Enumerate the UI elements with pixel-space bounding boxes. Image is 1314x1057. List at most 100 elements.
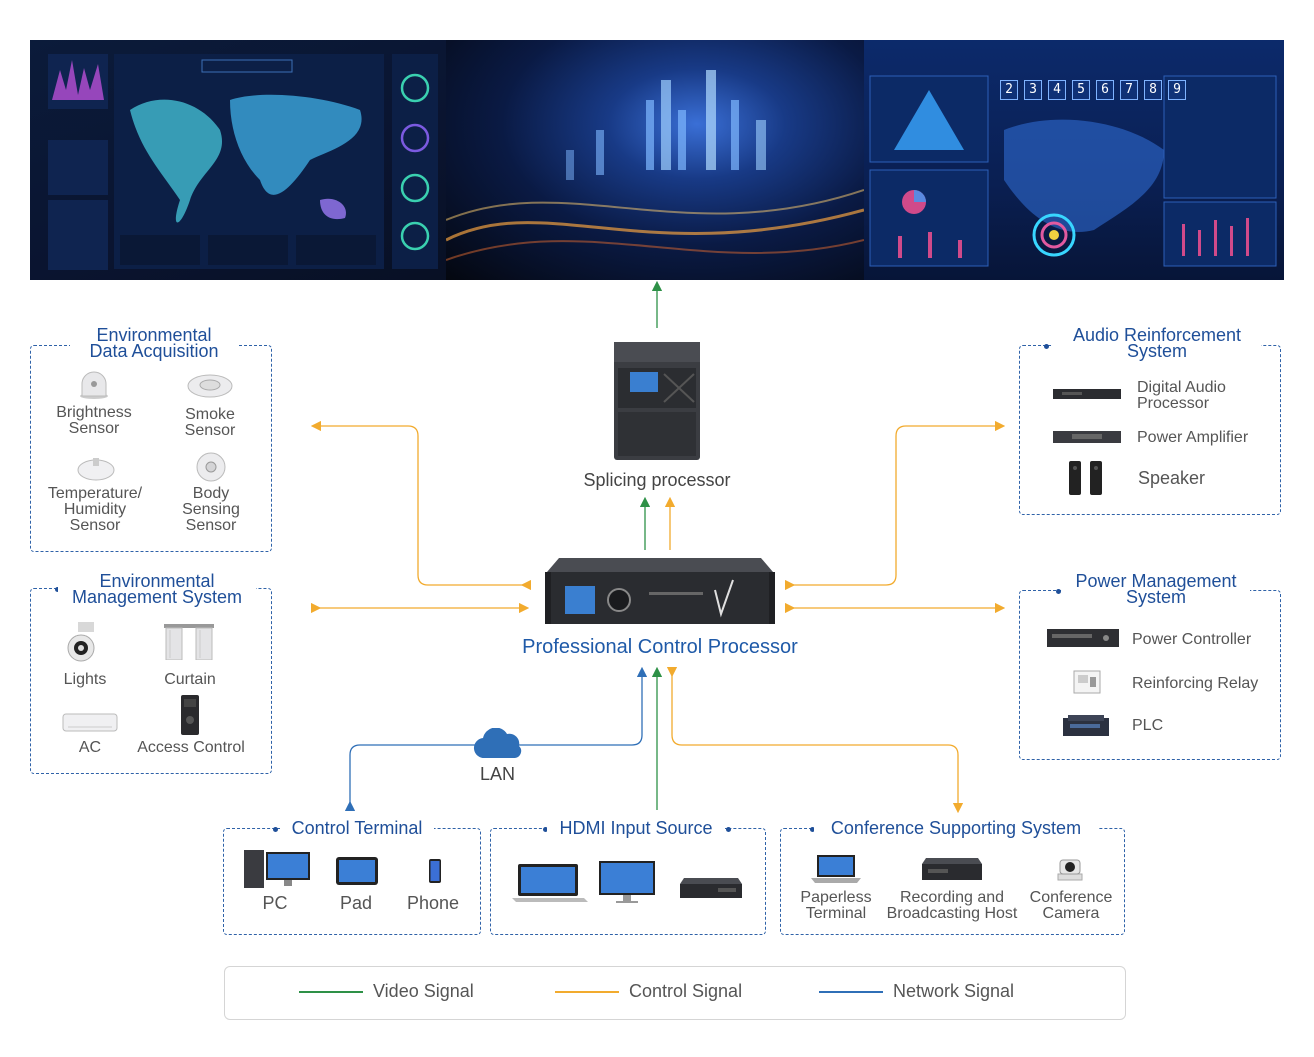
item-label-reinforcing-relay: Reinforcing Relay xyxy=(1132,675,1259,692)
wall-panel-data-city xyxy=(446,40,864,280)
paperless-terminal-icon xyxy=(811,855,861,883)
label-line: Sensor xyxy=(68,420,120,437)
pad-icon xyxy=(336,857,378,885)
brightness-sensor-icon xyxy=(80,371,108,399)
label-line: Digital Audio xyxy=(1137,379,1226,396)
item-label-recording-host: Recording and Broadcasting Host xyxy=(876,890,1028,922)
group-dot xyxy=(543,827,548,832)
smoke-sensor-icon xyxy=(187,374,233,398)
splicing-processor-label: Splicing processor xyxy=(583,470,731,490)
counter-digit: 9 xyxy=(1168,80,1186,100)
world-map-visual xyxy=(48,54,438,270)
lan-label: LAN xyxy=(480,764,516,784)
counter-digit: 5 xyxy=(1072,80,1090,100)
control-link-audio xyxy=(784,420,1006,591)
power-amplifier-icon xyxy=(1053,431,1121,443)
control-link-conference xyxy=(666,666,964,814)
legend-label: Network Signal xyxy=(893,981,1015,1001)
group-title-hdmi: HDMI Input Source xyxy=(547,819,725,837)
counter-digit: 7 xyxy=(1120,80,1138,100)
group-title-line: Power Management xyxy=(1075,571,1237,591)
item-label-access-control: Access Control xyxy=(137,739,245,756)
body-sensing-sensor-icon xyxy=(196,452,226,482)
item-label-phone: Phone xyxy=(406,893,460,913)
plc-icon xyxy=(1063,715,1109,736)
label-line: Broadcasting Host xyxy=(886,905,1018,922)
item-label-power-amplifier: Power Amplifier xyxy=(1137,429,1249,446)
label-line: Terminal xyxy=(805,905,867,922)
group-title-line: Environmental xyxy=(99,571,215,591)
legend: Video Signal Control Signal Network Sign… xyxy=(224,966,1126,1020)
item-label-conference-camera: Conference Camera xyxy=(1022,890,1120,922)
splicing-processor-device xyxy=(614,342,700,460)
group-title-line: Audio Reinforcement xyxy=(1072,325,1242,345)
group-dot xyxy=(55,587,60,592)
control-processor-device xyxy=(545,558,775,624)
item-label-digital-audio-processor: Digital Audio Processor xyxy=(1137,380,1267,412)
label-line: Paperless xyxy=(800,889,872,906)
label-line: Sensing xyxy=(182,501,240,518)
group-dot xyxy=(1056,589,1061,594)
data-city-visual xyxy=(446,70,864,261)
item-label-brightness-sensor: Brightness Sensor xyxy=(44,405,144,437)
group-title-env-data: Environmental Data Acquisition xyxy=(70,325,238,361)
label-line: Conference xyxy=(1029,889,1113,906)
legend-label: Control Signal xyxy=(629,981,743,1001)
label-line: Humidity xyxy=(63,501,127,518)
group-title-line: Data Acquisition xyxy=(89,341,219,361)
group-title-line: Management System xyxy=(71,587,243,607)
phone-icon xyxy=(429,859,441,883)
control-link-env-data xyxy=(310,420,532,591)
monitor-icon xyxy=(599,861,655,903)
reinforcing-relay-icon xyxy=(1073,670,1101,694)
item-label-pc: PC xyxy=(262,893,288,913)
video-wall: 2 3 4 5 6 7 8 9 xyxy=(30,40,1284,280)
label-line: Temperature/ xyxy=(47,485,143,502)
conference-camera-icon xyxy=(1057,859,1083,881)
legend-item-video: Video Signal xyxy=(299,981,474,1002)
digital-audio-processor-icon xyxy=(1053,389,1121,399)
legend-item-network: Network Signal xyxy=(819,981,1014,1002)
recording-host-icon xyxy=(922,858,982,880)
counter-digit: 4 xyxy=(1048,80,1066,100)
curtain-icon xyxy=(164,624,214,660)
group-title-env-mgmt: Environmental Management System xyxy=(58,571,256,607)
speaker-icon xyxy=(1069,461,1102,495)
control-processor-label: Professional Control Processor xyxy=(522,636,798,658)
label-line: Body xyxy=(192,485,230,502)
power-controller-icon xyxy=(1047,629,1119,647)
temperature-humidity-sensor-icon xyxy=(77,458,115,481)
group-title-control-terminal: Control Terminal xyxy=(280,819,434,837)
label-line: Processor xyxy=(1137,395,1210,412)
item-label-smoke-sensor: Smoke Sensor xyxy=(160,407,260,439)
pc-icon xyxy=(244,850,310,888)
group-title-line: System xyxy=(1126,341,1187,361)
label-line: Brightness xyxy=(56,404,132,421)
laptop-icon xyxy=(512,864,588,902)
item-label-temperature-humidity-sensor: Temperature/ Humidity Sensor xyxy=(35,486,155,534)
group-dot xyxy=(1044,344,1049,349)
label-line: Sensor xyxy=(185,517,237,534)
group-title-line: Environmental xyxy=(96,325,212,345)
item-label-pad: Pad xyxy=(339,893,373,913)
legend-swatch-network xyxy=(819,990,883,993)
group-title-conference: Conference Supporting System xyxy=(814,819,1098,837)
group-title-power: Power Management System xyxy=(1062,571,1250,607)
cloud-icon xyxy=(474,728,522,759)
item-label-curtain: Curtain xyxy=(164,671,216,688)
wall-panel-world-map xyxy=(30,40,446,280)
media-player-icon xyxy=(680,878,742,898)
label-line: Recording and xyxy=(899,889,1005,906)
item-label-plc: PLC xyxy=(1132,717,1164,734)
dashboard-visual xyxy=(869,75,1277,267)
access-control-icon xyxy=(181,695,199,735)
counter-digit: 6 xyxy=(1096,80,1114,100)
legend-swatch-video xyxy=(299,990,363,993)
label-line: Smoke xyxy=(185,406,235,423)
item-label-ac: AC xyxy=(78,739,102,756)
group-dot xyxy=(726,827,731,832)
group-title-audio: Audio Reinforcement System xyxy=(1053,325,1261,361)
group-title-line: System xyxy=(1125,587,1186,607)
counter-digit: 2 xyxy=(1000,80,1018,100)
item-label-power-controller: Power Controller xyxy=(1132,631,1252,648)
